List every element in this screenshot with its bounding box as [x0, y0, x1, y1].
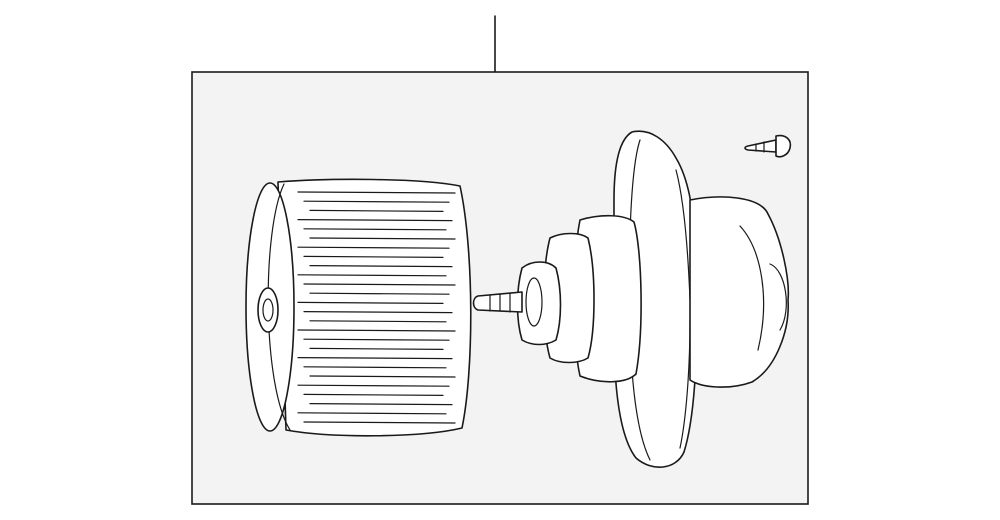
fan-blade-line [297, 357, 453, 360]
fan-blade-line [303, 283, 456, 286]
fan-blade-line [309, 265, 453, 268]
fan-blade-line [309, 237, 456, 240]
fan-blade-line [297, 301, 444, 304]
fan-blade-line [309, 292, 450, 295]
blower-wheel [245, 178, 472, 437]
fan-blade-line [309, 347, 444, 350]
fan-blade-line [303, 366, 447, 369]
fan-blade-line [303, 200, 450, 203]
blower-motor [472, 130, 790, 468]
fan-blades [297, 191, 456, 424]
fan-blade-line [303, 393, 444, 396]
fan-blade-line [297, 246, 450, 249]
fan-blade-line [297, 384, 450, 387]
fan-blade-line [297, 412, 447, 415]
fan-blade-line [297, 191, 456, 194]
fan-blade-line [303, 228, 447, 231]
fan-blade-line [303, 255, 444, 258]
fan-blade-line [309, 209, 444, 212]
fan-blade-line [309, 320, 447, 323]
fan-blade-line [303, 338, 450, 341]
fan-blade-line [297, 274, 447, 277]
fan-blade-line [297, 329, 456, 332]
mounting-screw [744, 134, 792, 158]
fan-blade-line [303, 311, 453, 314]
fan-blade-line [303, 421, 456, 424]
fan-blade-line [309, 375, 456, 378]
fan-blade-line [297, 219, 453, 222]
fan-blade-line [309, 403, 453, 406]
